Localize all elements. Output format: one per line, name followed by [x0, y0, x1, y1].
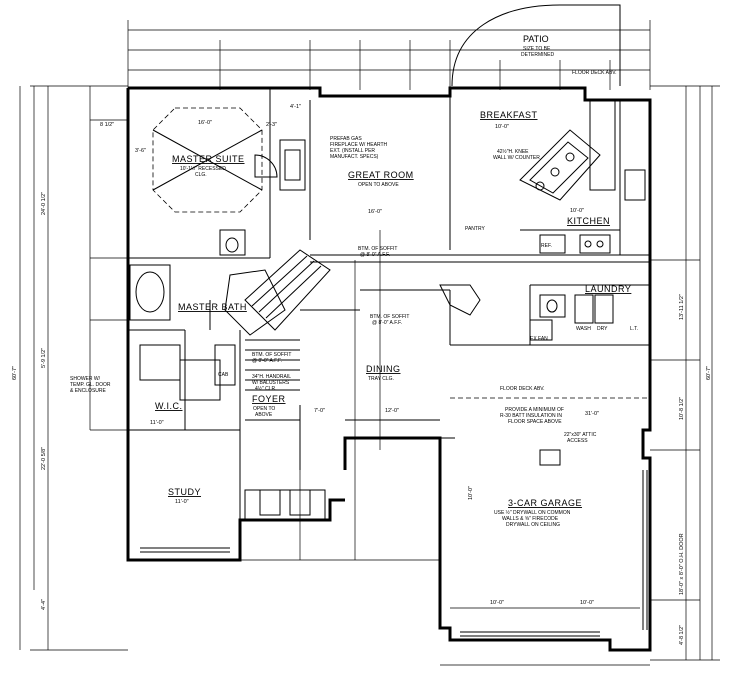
handrail-note-2: W/ BALUSTERS: [252, 380, 290, 386]
dim-garage-bottom-right: 10'-0": [580, 600, 594, 606]
tray-ceiling-note: TRAY CLG.: [368, 376, 394, 382]
exterior-walls: [126, 86, 652, 652]
stairs: [244, 249, 481, 391]
garage-note-1: USE ½" DRYWALL ON COMMON: [494, 509, 571, 516]
dim-right-4: 4'-8 1/2": [679, 625, 685, 645]
great-room-label: GREAT ROOM: [348, 170, 414, 180]
foyer-note-1: OPEN TO: [253, 406, 275, 412]
dim-top-2: 2'-3": [266, 122, 277, 128]
dim-left-4: 4'-4": [41, 599, 47, 610]
master-ceiling-note-2: CLG.: [195, 172, 207, 178]
master-suite-label: MASTER SUITE: [172, 154, 245, 164]
dim-foyer-width: 7'-0": [314, 408, 325, 414]
dim-left-3: 22'-0 5/8": [41, 447, 47, 470]
shower-note-1: SHOWER W/: [70, 376, 101, 382]
garage-note-3: DRYWALL ON CEILING: [506, 522, 560, 528]
foyer-note-2: ABOVE: [255, 412, 273, 418]
handrail-note-1: 34"H. HANDRAIL: [252, 374, 291, 380]
shower-note-3: & ENCLOSURE: [70, 388, 107, 394]
attic-access: [539, 449, 561, 466]
soffit-note-1: BTM. OF SOFFIT: [358, 246, 397, 252]
dim-right-2: 10'-8 1/2": [679, 397, 685, 420]
great-room-open-note: OPEN TO ABOVE: [358, 182, 399, 188]
laundry-label: LAUNDRY: [585, 284, 631, 294]
dim-overall-right: 60'-7": [706, 366, 712, 380]
garage-note-2: WALLS & ⅝" FIRECODE: [502, 516, 559, 522]
dim-top-1: 8 1/2": [100, 122, 114, 128]
insulation-note-1: PROVIDE A MINIMUM OF: [505, 407, 564, 413]
patio-note-1: SIZE TO BE: [523, 46, 551, 52]
foyer-label: FOYER: [252, 394, 286, 404]
ex-fan-label: EX FAN: [530, 336, 548, 342]
dim-breakfast-width: 10'-0": [495, 124, 509, 130]
kitchen-label: KITCHEN: [567, 216, 610, 226]
interior-walls: [128, 88, 650, 520]
soffit-note-5: BTM. OF SOFFIT: [252, 352, 291, 358]
dimension-lines: [19, 20, 720, 666]
dim-great-room-width: 16'-0": [368, 209, 382, 215]
dining-label: DINING: [366, 364, 401, 374]
lt-label: L.T.: [630, 326, 638, 332]
dim-study-width: 11'-0": [175, 499, 189, 505]
soffit-note-6: @ 8'-0" A.F.F.: [252, 358, 282, 364]
soffit-note-2: @ 8'-0" A.F.F.: [360, 252, 390, 258]
fireplace-note-1: PREFAB GAS: [330, 136, 362, 142]
fireplace-note-2: FIREPLACE W/ HEARTH: [330, 142, 388, 148]
insulation-note-2: R-30 BATT INSULATION IN: [500, 413, 562, 419]
patio-note-2: DETERMINED: [521, 52, 554, 58]
knee-wall-note-1: 42½"H. KNEE: [497, 148, 529, 155]
fireplace-note-3: EXT. (INSTALL PER: [330, 148, 375, 154]
laundry-appliances: [529, 294, 614, 341]
dim-right-3: 18'-0" x 8'-0" O.H. DOOR: [679, 533, 685, 595]
dim-top-3: 4'-1": [290, 104, 301, 110]
dim-right-1: 13'-11 1/2": [679, 294, 685, 320]
dry-label: DRY: [597, 326, 608, 332]
study-label: STUDY: [168, 487, 201, 497]
ref-label: REF.: [541, 243, 552, 249]
garage-label: 3-CAR GARAGE: [508, 498, 582, 508]
pantry-label: PANTRY: [465, 226, 485, 232]
dim-garage-width: 31'-0": [585, 411, 599, 417]
wic-label: W.I.C.: [155, 401, 183, 411]
patio-outline: [451, 4, 621, 87]
breakfast-label: BREAKFAST: [480, 110, 538, 120]
fireplace-note-4: MANUFACT. SPECS): [330, 154, 379, 160]
floor-deck-top-note: FLOOR DECK ABV.: [572, 70, 617, 76]
attic-note-1: 22"x30" ATTIC: [564, 432, 597, 438]
recessed-ceiling-outline: [152, 107, 263, 213]
master-bath-label: MASTER BATH: [178, 302, 247, 312]
dim-garage-bottom-left: 10'-0": [490, 600, 504, 606]
master-ceiling-note-1: 10'-1½" RECESSED: [180, 165, 226, 172]
dim-dining-width: 12'-0": [385, 408, 399, 414]
knee-wall-note-2: WALL W/ COUNTER: [493, 155, 540, 161]
handrail-note-3: 4½" CLR.: [255, 385, 277, 392]
dim-master-height: 3'-6": [135, 148, 146, 154]
dim-kitchen-width: 10'-0": [570, 208, 584, 214]
dim-wic-width: 11'-0": [150, 420, 164, 426]
soffit-note-3: BTM. OF SOFFIT: [370, 314, 409, 320]
fireplace: [279, 139, 306, 191]
dim-left-2: 5'-9 1/2": [41, 348, 47, 368]
dim-left-1: 24'-0 1/2": [41, 192, 47, 215]
shower-note-2: TEMP. GL. DOOR: [70, 382, 111, 388]
master-door-swing: [254, 154, 278, 178]
soffit-note-4: @ 8'-0" A.F.F.: [372, 320, 402, 326]
dim-garage-depth: 10'-0": [468, 486, 474, 500]
attic-note-2: ACCESS: [567, 438, 588, 444]
dim-master-width: 16'-0": [198, 120, 212, 126]
cab-label: CAB: [218, 372, 229, 378]
wash-label: WASH: [576, 326, 591, 332]
insulation-note-3: FLOOR SPACE ABOVE: [508, 419, 562, 425]
floor-deck-mid-note: FLOOR DECK ABV.: [500, 386, 545, 392]
patio-label: PATIO: [523, 34, 549, 44]
bay-and-door-details: [140, 470, 648, 637]
dim-overall-left: 60'-7": [12, 366, 18, 380]
